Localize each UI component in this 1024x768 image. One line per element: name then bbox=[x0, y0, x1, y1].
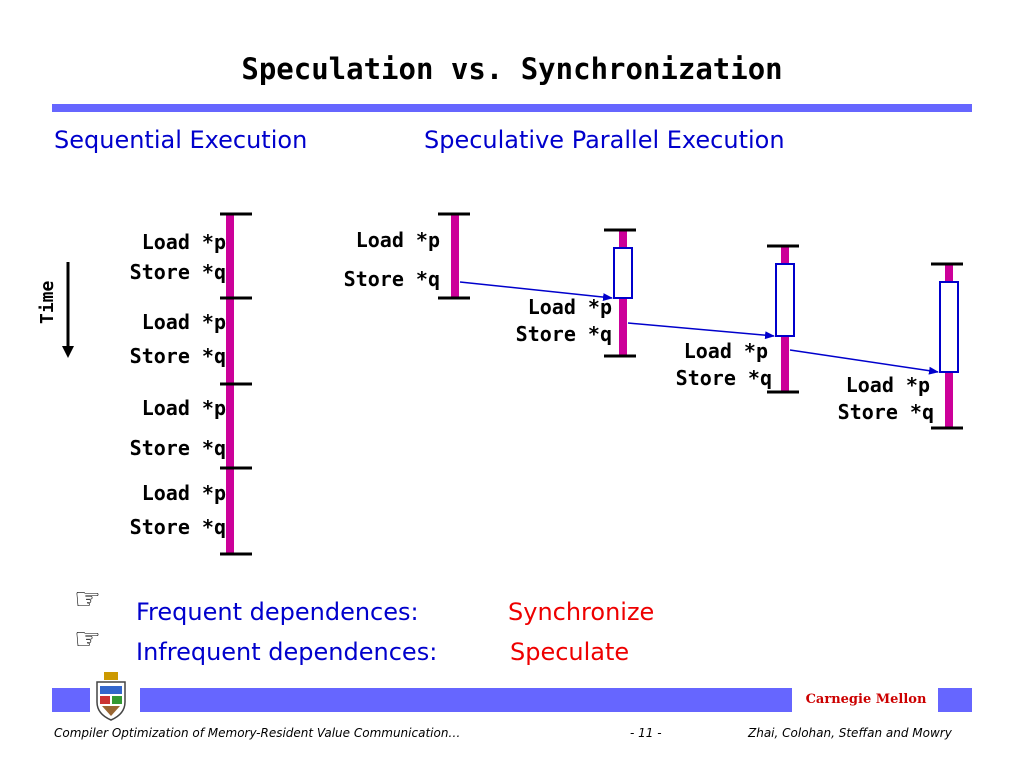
spec-store-label: Store *q bbox=[675, 366, 772, 390]
time-arrowhead bbox=[62, 346, 74, 358]
spec-bar-1 bbox=[451, 214, 459, 298]
seq-load-label: Load *p bbox=[141, 230, 226, 254]
seq-store-label: Store *q bbox=[129, 515, 226, 539]
footer-authors: Zhai, Colohan, Steffan and Mowry bbox=[748, 726, 952, 740]
bullet-frequent-label: Frequent dependences: bbox=[136, 598, 419, 626]
spec-thread-2 bbox=[604, 228, 636, 358]
spec-load-label: Load *p bbox=[527, 295, 612, 319]
bullet-infrequent-label: Infrequent dependences: bbox=[136, 638, 438, 666]
seq-load-label: Load *p bbox=[141, 396, 226, 420]
spec-load-label: Load *p bbox=[355, 228, 440, 252]
seq-load-label: Load *p bbox=[141, 310, 226, 334]
bullet-infrequent-action: Speculate bbox=[510, 638, 630, 666]
spec-store-label: Store *q bbox=[515, 322, 612, 346]
pointing-hand-icon: ☞ bbox=[74, 622, 101, 657]
footer-presentation-title: Compiler Optimization of Memory-Resident… bbox=[54, 726, 461, 740]
seq-store-label: Store *q bbox=[129, 260, 226, 284]
seq-load-label: Load *p bbox=[141, 481, 226, 505]
footer-band-right bbox=[938, 688, 972, 712]
seq-store-label: Store *q bbox=[129, 344, 226, 368]
dependence-arrow-1 bbox=[459, 281, 613, 302]
pointing-hand-icon: ☞ bbox=[74, 582, 101, 617]
spec-load-label: Load *p bbox=[845, 373, 930, 397]
bullet-frequent-action: Synchronize bbox=[508, 598, 655, 626]
seq-bar-3 bbox=[226, 384, 234, 468]
heading-speculative: Speculative Parallel Execution bbox=[424, 126, 785, 154]
spec-load-label: Load *p bbox=[683, 339, 768, 363]
seq-bar-2 bbox=[226, 298, 234, 384]
time-label: Time bbox=[37, 280, 58, 324]
spec-store-label: Store *q bbox=[837, 400, 934, 424]
spec-wait-box-3 bbox=[775, 263, 795, 337]
title-divider bbox=[52, 104, 972, 112]
university-crest-icon bbox=[96, 672, 126, 721]
dependence-arrow-2 bbox=[627, 322, 775, 340]
sequential-bars bbox=[220, 212, 252, 556]
dependence-arrow-3 bbox=[789, 349, 939, 375]
footer-band-middle bbox=[140, 688, 792, 712]
slide-title: Speculation vs. Synchronization bbox=[241, 52, 783, 86]
institution-label: Carnegie Mellon bbox=[805, 692, 927, 707]
spec-store-label: Store *q bbox=[343, 267, 440, 291]
spec-wait-box-2 bbox=[613, 247, 633, 299]
spec-thread-4 bbox=[931, 262, 963, 430]
spec-thread-3 bbox=[767, 244, 799, 394]
page-number: - 11 - bbox=[630, 726, 662, 740]
seq-bar-4 bbox=[226, 468, 234, 554]
heading-sequential: Sequential Execution bbox=[54, 126, 308, 154]
seq-bar-1 bbox=[226, 214, 234, 298]
spec-wait-box-4 bbox=[939, 281, 959, 373]
footer-band-left bbox=[52, 688, 90, 712]
seq-store-label: Store *q bbox=[129, 436, 226, 460]
spec-thread-1 bbox=[438, 212, 470, 300]
